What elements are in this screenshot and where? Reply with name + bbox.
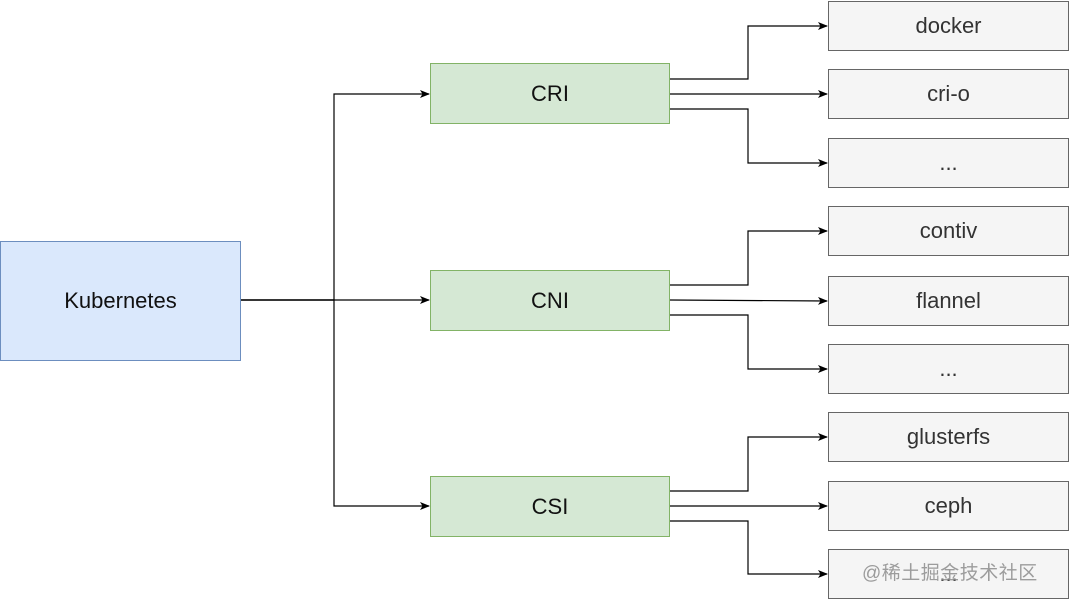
contiv-label: contiv	[919, 218, 978, 243]
watermark: @稀土掘金技术社区	[862, 563, 1038, 584]
edge-csi-to-child-0	[670, 433, 828, 492]
edge-cni-to-child-0	[670, 227, 828, 286]
kubernetes-label: Kubernetes	[64, 288, 177, 313]
cri-more-node[interactable]: ...	[828, 138, 1069, 188]
glusterfs-label: glusterfs	[906, 424, 991, 449]
cri-more-label: ...	[939, 150, 958, 175]
cni-label: CNI	[531, 287, 569, 313]
edge-csi-to-child-2	[670, 520, 828, 578]
cri-node[interactable]: CRI	[430, 63, 670, 124]
glusterfs-node[interactable]: glusterfs	[828, 412, 1069, 462]
ceph-label: ceph	[924, 493, 973, 518]
cni-node[interactable]: CNI	[430, 270, 670, 331]
cni-more-node[interactable]: ...	[828, 344, 1069, 394]
cni-more-label: ...	[939, 356, 958, 381]
docker-label: docker	[915, 13, 982, 38]
cri-o-label: cri-o	[927, 81, 970, 106]
edge-cni-to-child-1	[669, 296, 828, 305]
csi-more-node[interactable]: ...	[828, 549, 1069, 599]
ceph-node[interactable]: ceph	[828, 481, 1069, 531]
contiv-node[interactable]: contiv	[828, 206, 1069, 256]
edge-kubernetes-to-cri	[241, 90, 430, 301]
flannel-node[interactable]: flannel	[828, 276, 1069, 326]
edge-cri-to-child-0	[670, 22, 828, 80]
cri-o-node[interactable]: cri-o	[828, 69, 1069, 119]
docker-node[interactable]: docker	[828, 1, 1069, 51]
csi-node[interactable]: CSI	[430, 476, 670, 537]
flannel-label: flannel	[916, 288, 981, 313]
csi-label: CSI	[531, 493, 569, 519]
cri-label: CRI	[531, 80, 569, 106]
csi-more-label: ...	[939, 561, 958, 586]
kubernetes-node[interactable]: Kubernetes	[0, 241, 241, 361]
edge-kubernetes-to-csi	[241, 299, 430, 510]
edge-cni-to-child-2	[670, 314, 828, 373]
edge-cri-to-child-2	[670, 108, 828, 167]
